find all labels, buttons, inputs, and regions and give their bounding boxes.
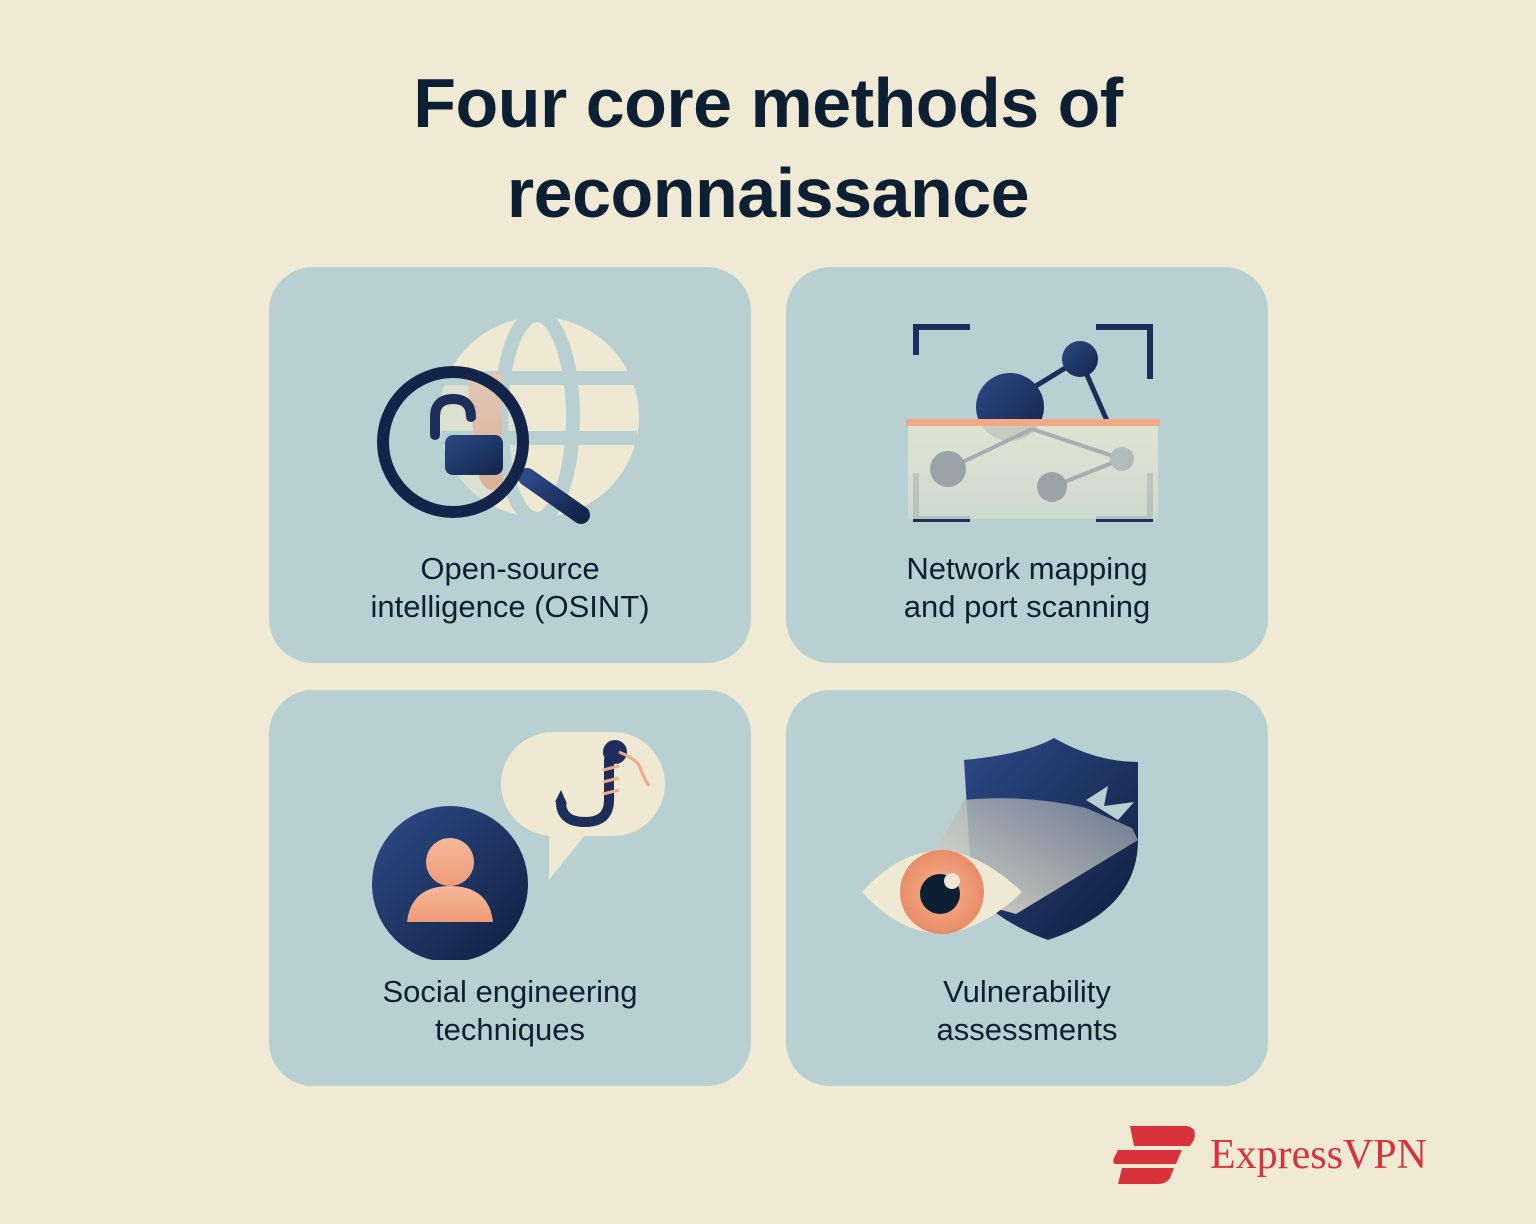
card-osint: Open-source intelligence (OSINT) xyxy=(269,267,751,663)
network-scan-icon xyxy=(906,324,1160,522)
card-social-engineering: Social engineering techniques xyxy=(269,690,751,1086)
card-label: Open-source intelligence (OSINT) xyxy=(370,551,650,624)
expressvpn-logo-icon xyxy=(1113,1126,1195,1184)
title-line-2: reconnaissance xyxy=(506,154,1030,232)
card-vulnerability: Vulnerability assessments xyxy=(786,690,1268,1086)
card-label: Social engineering techniques xyxy=(382,974,638,1047)
osint-magnifier-globe-icon xyxy=(377,308,639,526)
title-line-1: Four core methods of xyxy=(413,64,1123,142)
eye-shield-icon xyxy=(862,738,1138,940)
brand-name: ExpressVPN xyxy=(1210,1132,1427,1178)
phishing-hook-icon xyxy=(372,732,665,960)
card-label: Vulnerability assessments xyxy=(936,974,1118,1047)
card-label: Network mapping and port scanning xyxy=(903,551,1151,624)
card-network-mapping: Network mapping and port scanning xyxy=(786,267,1268,663)
page-title: Four core methods of reconnaissance xyxy=(0,58,1536,238)
